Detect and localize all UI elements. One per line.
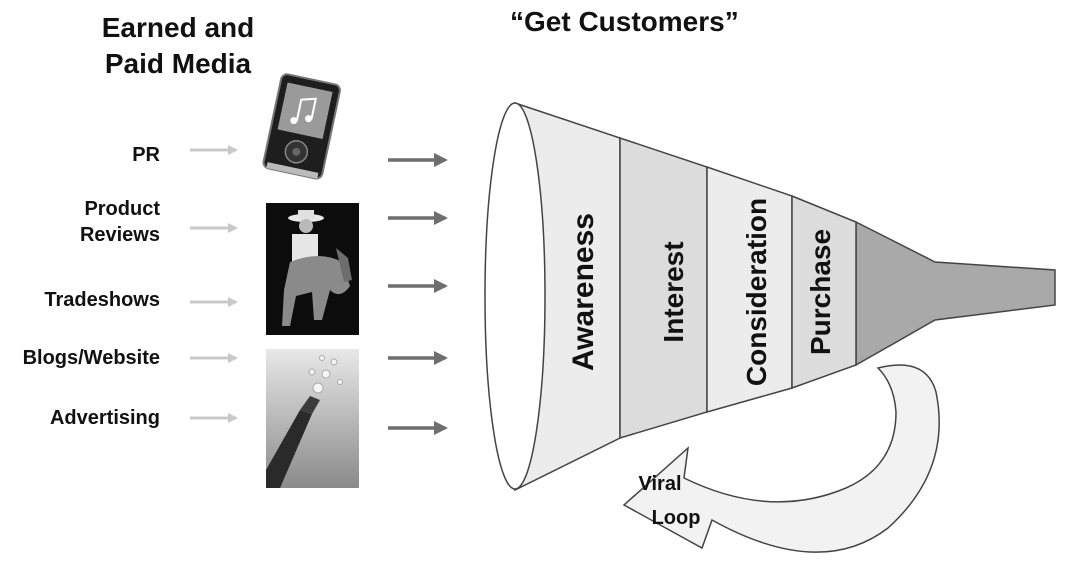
viral-loop-label-line-1: Viral bbox=[639, 473, 682, 495]
stage-label-awareness: Awareness bbox=[567, 213, 600, 371]
cowboy-on-horse-photo bbox=[266, 203, 359, 335]
left-title-line-1: Earned and bbox=[101, 12, 255, 43]
input-arrows bbox=[190, 145, 238, 423]
right-title: “Get Customers” bbox=[510, 6, 739, 37]
viral-loop-label-line-2: Loop bbox=[652, 507, 701, 529]
champagne-bottle-photo bbox=[266, 349, 359, 488]
source-label-advertising: Advertising bbox=[49, 407, 160, 429]
funnel-mouth bbox=[484, 102, 546, 490]
funnel-input-arrows bbox=[388, 153, 448, 435]
source-label-product-reviews: Product Reviews bbox=[79, 198, 160, 246]
source-label-blogs-website: Blogs/Website bbox=[22, 347, 160, 369]
media-player-image bbox=[262, 73, 341, 180]
funnel: Awareness Interest Consideration Purchas… bbox=[484, 101, 1056, 492]
stage-label-consideration: Consideration bbox=[741, 198, 772, 386]
viral-loop-arrow: Viral Loop bbox=[622, 364, 940, 553]
stage-label-purchase: Purchase bbox=[805, 229, 836, 355]
stage-label-interest: Interest bbox=[658, 241, 689, 342]
source-label-tradeshows: Tradeshows bbox=[44, 289, 160, 311]
funnel-band-purchase bbox=[791, 194, 857, 390]
left-title-line-2: Paid Media bbox=[104, 48, 252, 79]
funnel-neck bbox=[855, 220, 1056, 367]
source-label-pr: PR bbox=[132, 144, 160, 166]
left-title: Earned and Paid Media bbox=[78, 10, 278, 82]
